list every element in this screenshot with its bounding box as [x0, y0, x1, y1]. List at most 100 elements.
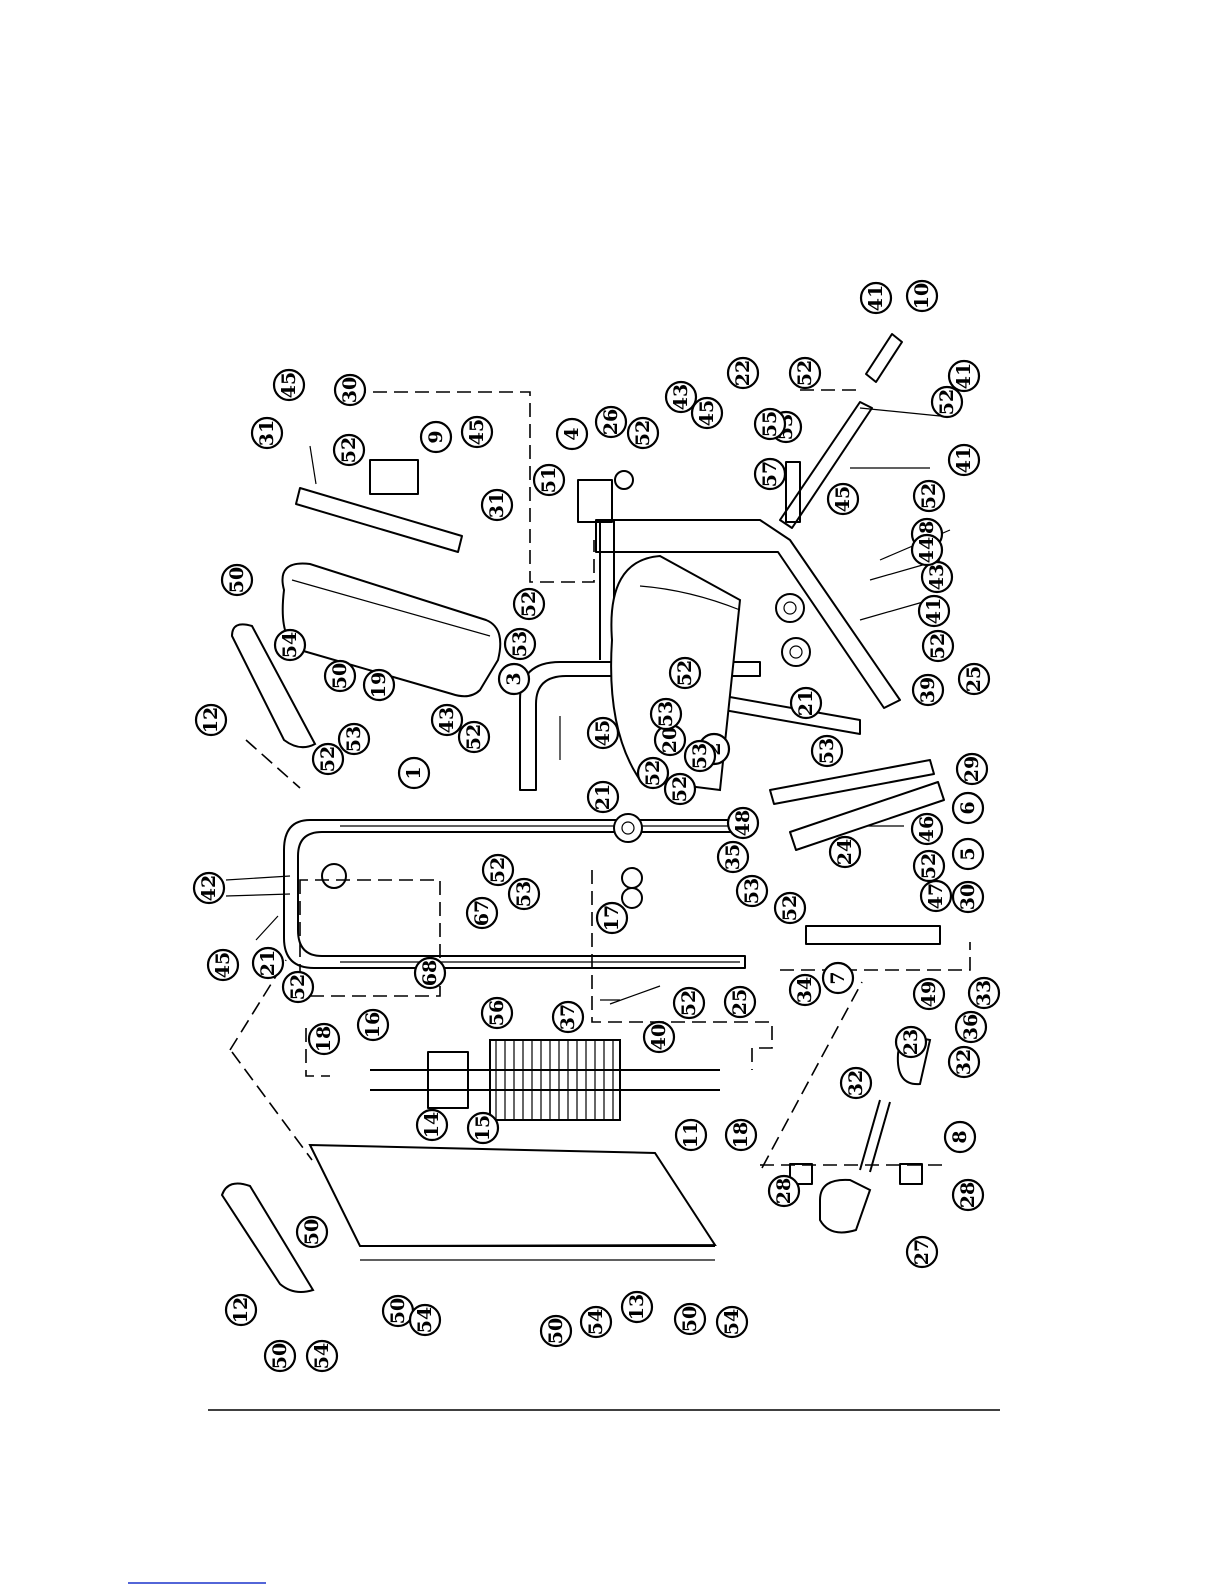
- callout-c54c: 54: [408, 1303, 442, 1337]
- callout-label: 68: [419, 960, 441, 986]
- callout-circle: [767, 1174, 801, 1208]
- callout-circle: [415, 1108, 449, 1142]
- callout-circle: [356, 1008, 390, 1042]
- callout-label: 39: [917, 677, 939, 703]
- callout-c52l: 52: [663, 772, 697, 806]
- callout-c20: 20: [653, 723, 687, 757]
- callout-label: 52: [487, 857, 509, 883]
- callout-circle: [663, 772, 697, 806]
- callout-circle: [305, 1339, 339, 1373]
- callout-circle: [507, 877, 541, 911]
- callout-label: 18: [313, 1026, 335, 1052]
- callout-label: 43: [436, 707, 458, 733]
- callout-circle: [674, 1118, 708, 1152]
- callout-label: 52: [779, 895, 801, 921]
- callout-c4: 4: [555, 417, 589, 451]
- callout-label: 48: [732, 810, 754, 836]
- callout-circle: [955, 752, 989, 786]
- callout-c21a: 21: [586, 780, 620, 814]
- callout-circle: [930, 385, 964, 419]
- callout-c19: 19: [362, 668, 396, 702]
- callout-label: 20: [659, 727, 681, 753]
- callout-c40: 40: [642, 1020, 676, 1054]
- callout-circle: [726, 356, 760, 390]
- callout-label: 54: [279, 632, 301, 658]
- callout-label: 54: [721, 1309, 743, 1335]
- callout-c50f: 50: [673, 1302, 707, 1336]
- callout-label: 49: [918, 981, 940, 1007]
- callout-label: 1: [403, 766, 425, 779]
- callout-label: 40: [648, 1024, 670, 1050]
- callout-c57: 57: [753, 457, 787, 491]
- knob: [614, 470, 634, 490]
- callout-c18b: 18: [724, 1118, 758, 1152]
- callout-circle: [967, 976, 1001, 1010]
- side-covers: [220, 623, 317, 1293]
- callout-label: 53: [655, 701, 677, 727]
- callout-label: 15: [472, 1115, 494, 1141]
- callout-circle: [947, 443, 981, 477]
- callout-c32a: 32: [839, 1066, 873, 1100]
- callout-label: 52: [918, 483, 940, 509]
- callout-circle: [192, 871, 226, 905]
- callout-c52a: 52: [332, 433, 366, 467]
- callout-label: 28: [773, 1178, 795, 1204]
- callout-label: 28: [957, 1182, 979, 1208]
- callout-c52q: 52: [672, 986, 706, 1020]
- callout-circle: [250, 416, 284, 450]
- callout-circle: [649, 697, 683, 731]
- callout-c45c: 45: [690, 396, 724, 430]
- callout-label: 32: [953, 1049, 975, 1075]
- callout-c29: 29: [955, 752, 989, 786]
- callout-c39: 39: [911, 673, 945, 707]
- callout-c31a: 31: [250, 416, 284, 450]
- callout-label: 31: [256, 420, 278, 446]
- shroud-panel: [308, 1143, 717, 1261]
- callout-c11: 11: [674, 1118, 708, 1152]
- callout-label: 9: [425, 430, 447, 443]
- callout-label: 6: [957, 801, 979, 814]
- callout-c53a: 53: [337, 722, 371, 756]
- callout-circle: [263, 1339, 297, 1373]
- callout-label: 41: [923, 598, 945, 624]
- callout-circle: [503, 627, 537, 661]
- callout-label: 52: [927, 633, 949, 659]
- callout-circle: [337, 722, 371, 756]
- callout-circle: [839, 1066, 873, 1100]
- callout-circle: [668, 656, 702, 690]
- callout-label: 47: [925, 883, 947, 909]
- callout-label: 41: [953, 447, 975, 473]
- callout-c13: 13: [620, 1290, 654, 1324]
- callout-c52f: 52: [921, 629, 955, 663]
- callout-circle: [789, 686, 823, 720]
- callout-circle: [788, 973, 822, 1007]
- callout-circle: [723, 985, 757, 1019]
- callout-c52e: 52: [912, 479, 946, 513]
- callout-label: 45: [278, 372, 300, 398]
- callout-circle: [220, 563, 254, 597]
- callout-circle: [911, 673, 945, 707]
- callout-c21b: 21: [789, 686, 823, 720]
- callout-label: 50: [679, 1306, 701, 1332]
- callout-label: 41: [953, 363, 975, 389]
- callout-c7: 7: [821, 961, 855, 995]
- callout-circle: [579, 1305, 613, 1339]
- callout-label: 52: [936, 389, 958, 415]
- callout-label: 24: [834, 839, 856, 865]
- callout-c5: 5: [951, 837, 985, 871]
- callout-c25b: 25: [723, 985, 757, 1019]
- callout-circle: [683, 739, 717, 773]
- callout-circle: [555, 417, 589, 451]
- callout-circle: [735, 874, 769, 908]
- callout-label: 21: [592, 784, 614, 810]
- callout-c54d: 54: [579, 1305, 613, 1339]
- callout-circle: [951, 1178, 985, 1212]
- callout-c34: 34: [788, 973, 822, 1007]
- callout-label: 27: [911, 1239, 933, 1265]
- callout-label: 12: [230, 1297, 252, 1323]
- callout-label: 53: [509, 631, 531, 657]
- back-support-bar: [295, 459, 463, 553]
- callout-circle: [664, 380, 698, 414]
- callout-label: 54: [311, 1343, 333, 1369]
- callout-c53f: 53: [507, 877, 541, 911]
